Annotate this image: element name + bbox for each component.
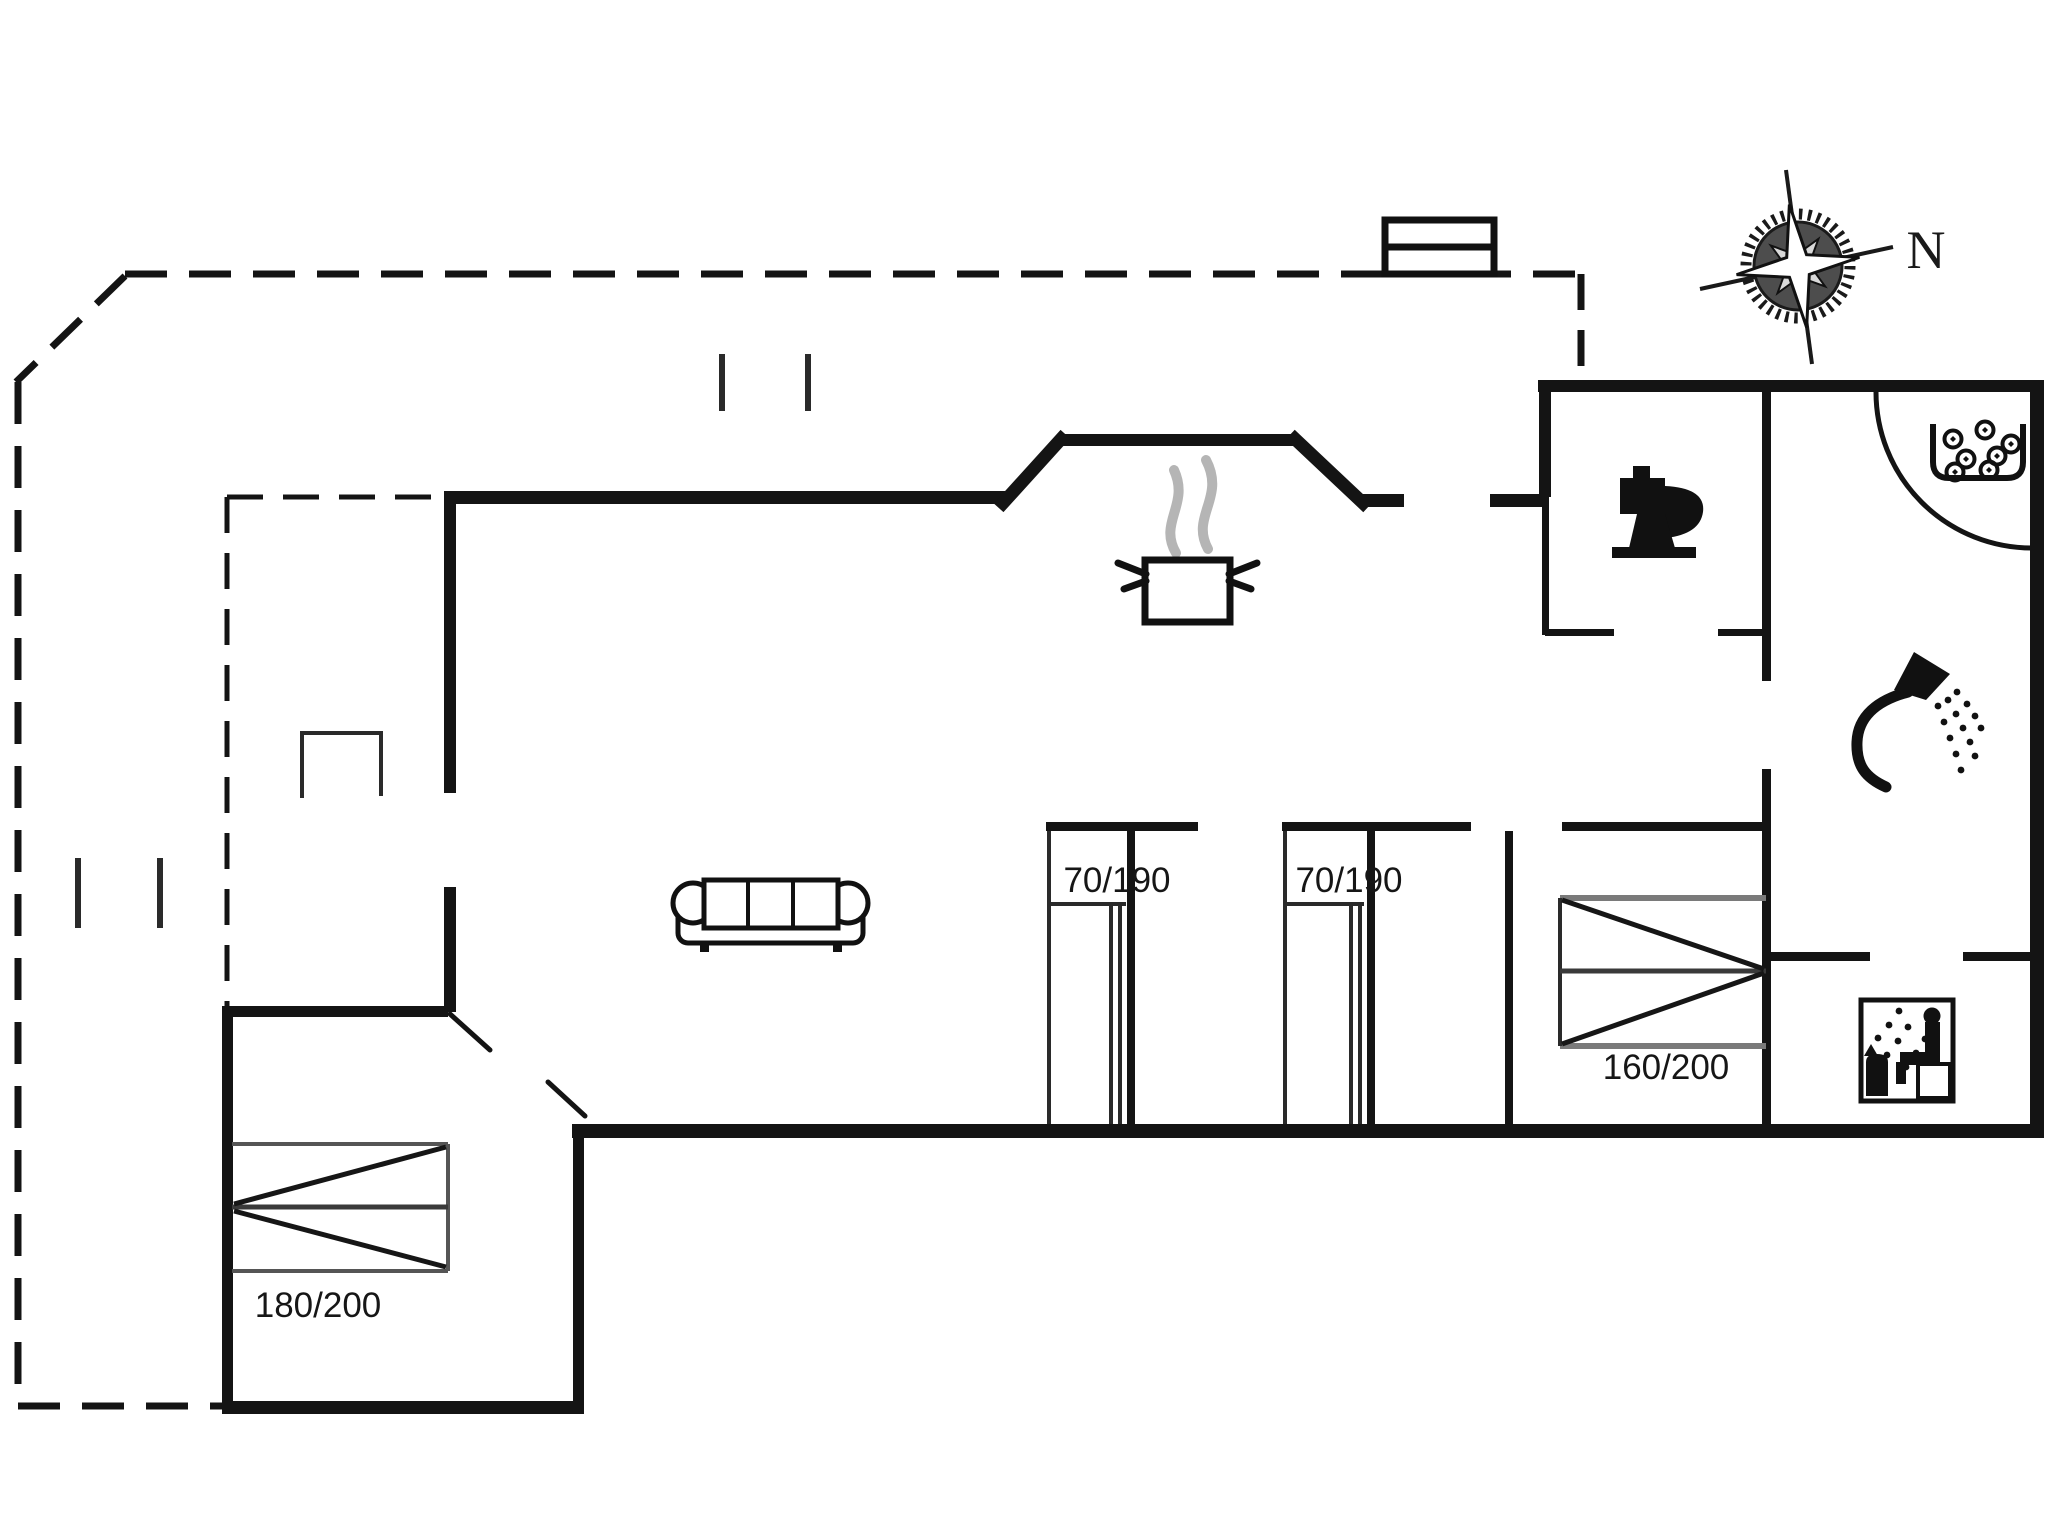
wall-segment [1539, 392, 1551, 497]
bed-line [233, 1144, 447, 1207]
wall-segment [1367, 831, 1375, 1124]
wall-segment [444, 491, 1008, 504]
wall-segment [1046, 822, 1198, 831]
compass-rose-icon [1699, 169, 1894, 365]
wall-segment [572, 1124, 2044, 1138]
wall-segment [1542, 497, 1549, 635]
wall-segment [1538, 380, 2044, 392]
whirlpool-icon [1930, 419, 2026, 483]
wall-segment [444, 497, 456, 793]
wall-segment [1718, 629, 1766, 636]
bed-line [1561, 897, 1765, 972]
wall-segment [444, 887, 456, 1012]
wall-segment [1766, 952, 1870, 961]
walls-layer [13, 270, 2044, 1414]
door-leaf [545, 1079, 588, 1119]
wall-segment-diagonal [1285, 429, 1373, 513]
wall-segment [222, 1006, 448, 1017]
bed-size-label: 70/190 [1063, 861, 1171, 900]
terrace-dashed-line [13, 273, 128, 385]
sauna-icon [1858, 997, 1956, 1104]
wall-segment [222, 1006, 233, 1414]
wall-segment [1505, 831, 1513, 1124]
cooking-pot-icon [1114, 455, 1261, 626]
wall-segment-diagonal [993, 429, 1071, 513]
bed-size-label: 160/200 [1602, 1048, 1730, 1087]
compass-north-label: N [1906, 220, 1946, 280]
wall-segment [2030, 380, 2044, 1138]
door-swing-arc [1873, 391, 2033, 551]
toilet-icon [1612, 466, 1704, 558]
bed-line [1561, 970, 1765, 1047]
wall-segment [1545, 629, 1614, 636]
shower-icon [1851, 652, 1985, 793]
wall-segment [1282, 822, 1471, 831]
wall-segment [573, 1124, 584, 1401]
wall-segment [1562, 822, 1766, 831]
bed-line [233, 1208, 447, 1270]
wall-segment [1490, 494, 1548, 507]
wall-segment [1127, 831, 1135, 1124]
wall-segment [1762, 392, 1771, 681]
entrance-mat-icon [1381, 216, 1498, 278]
bed-size-label: 70/190 [1295, 861, 1403, 900]
wall-segment [222, 1401, 584, 1414]
wall-segment [1963, 952, 2030, 961]
bed-size-label: 180/200 [254, 1286, 382, 1325]
sofa-icon [670, 877, 871, 952]
wall-segment [1058, 434, 1298, 446]
wall-segment [1762, 769, 1771, 1124]
door-leaf [447, 1011, 493, 1053]
